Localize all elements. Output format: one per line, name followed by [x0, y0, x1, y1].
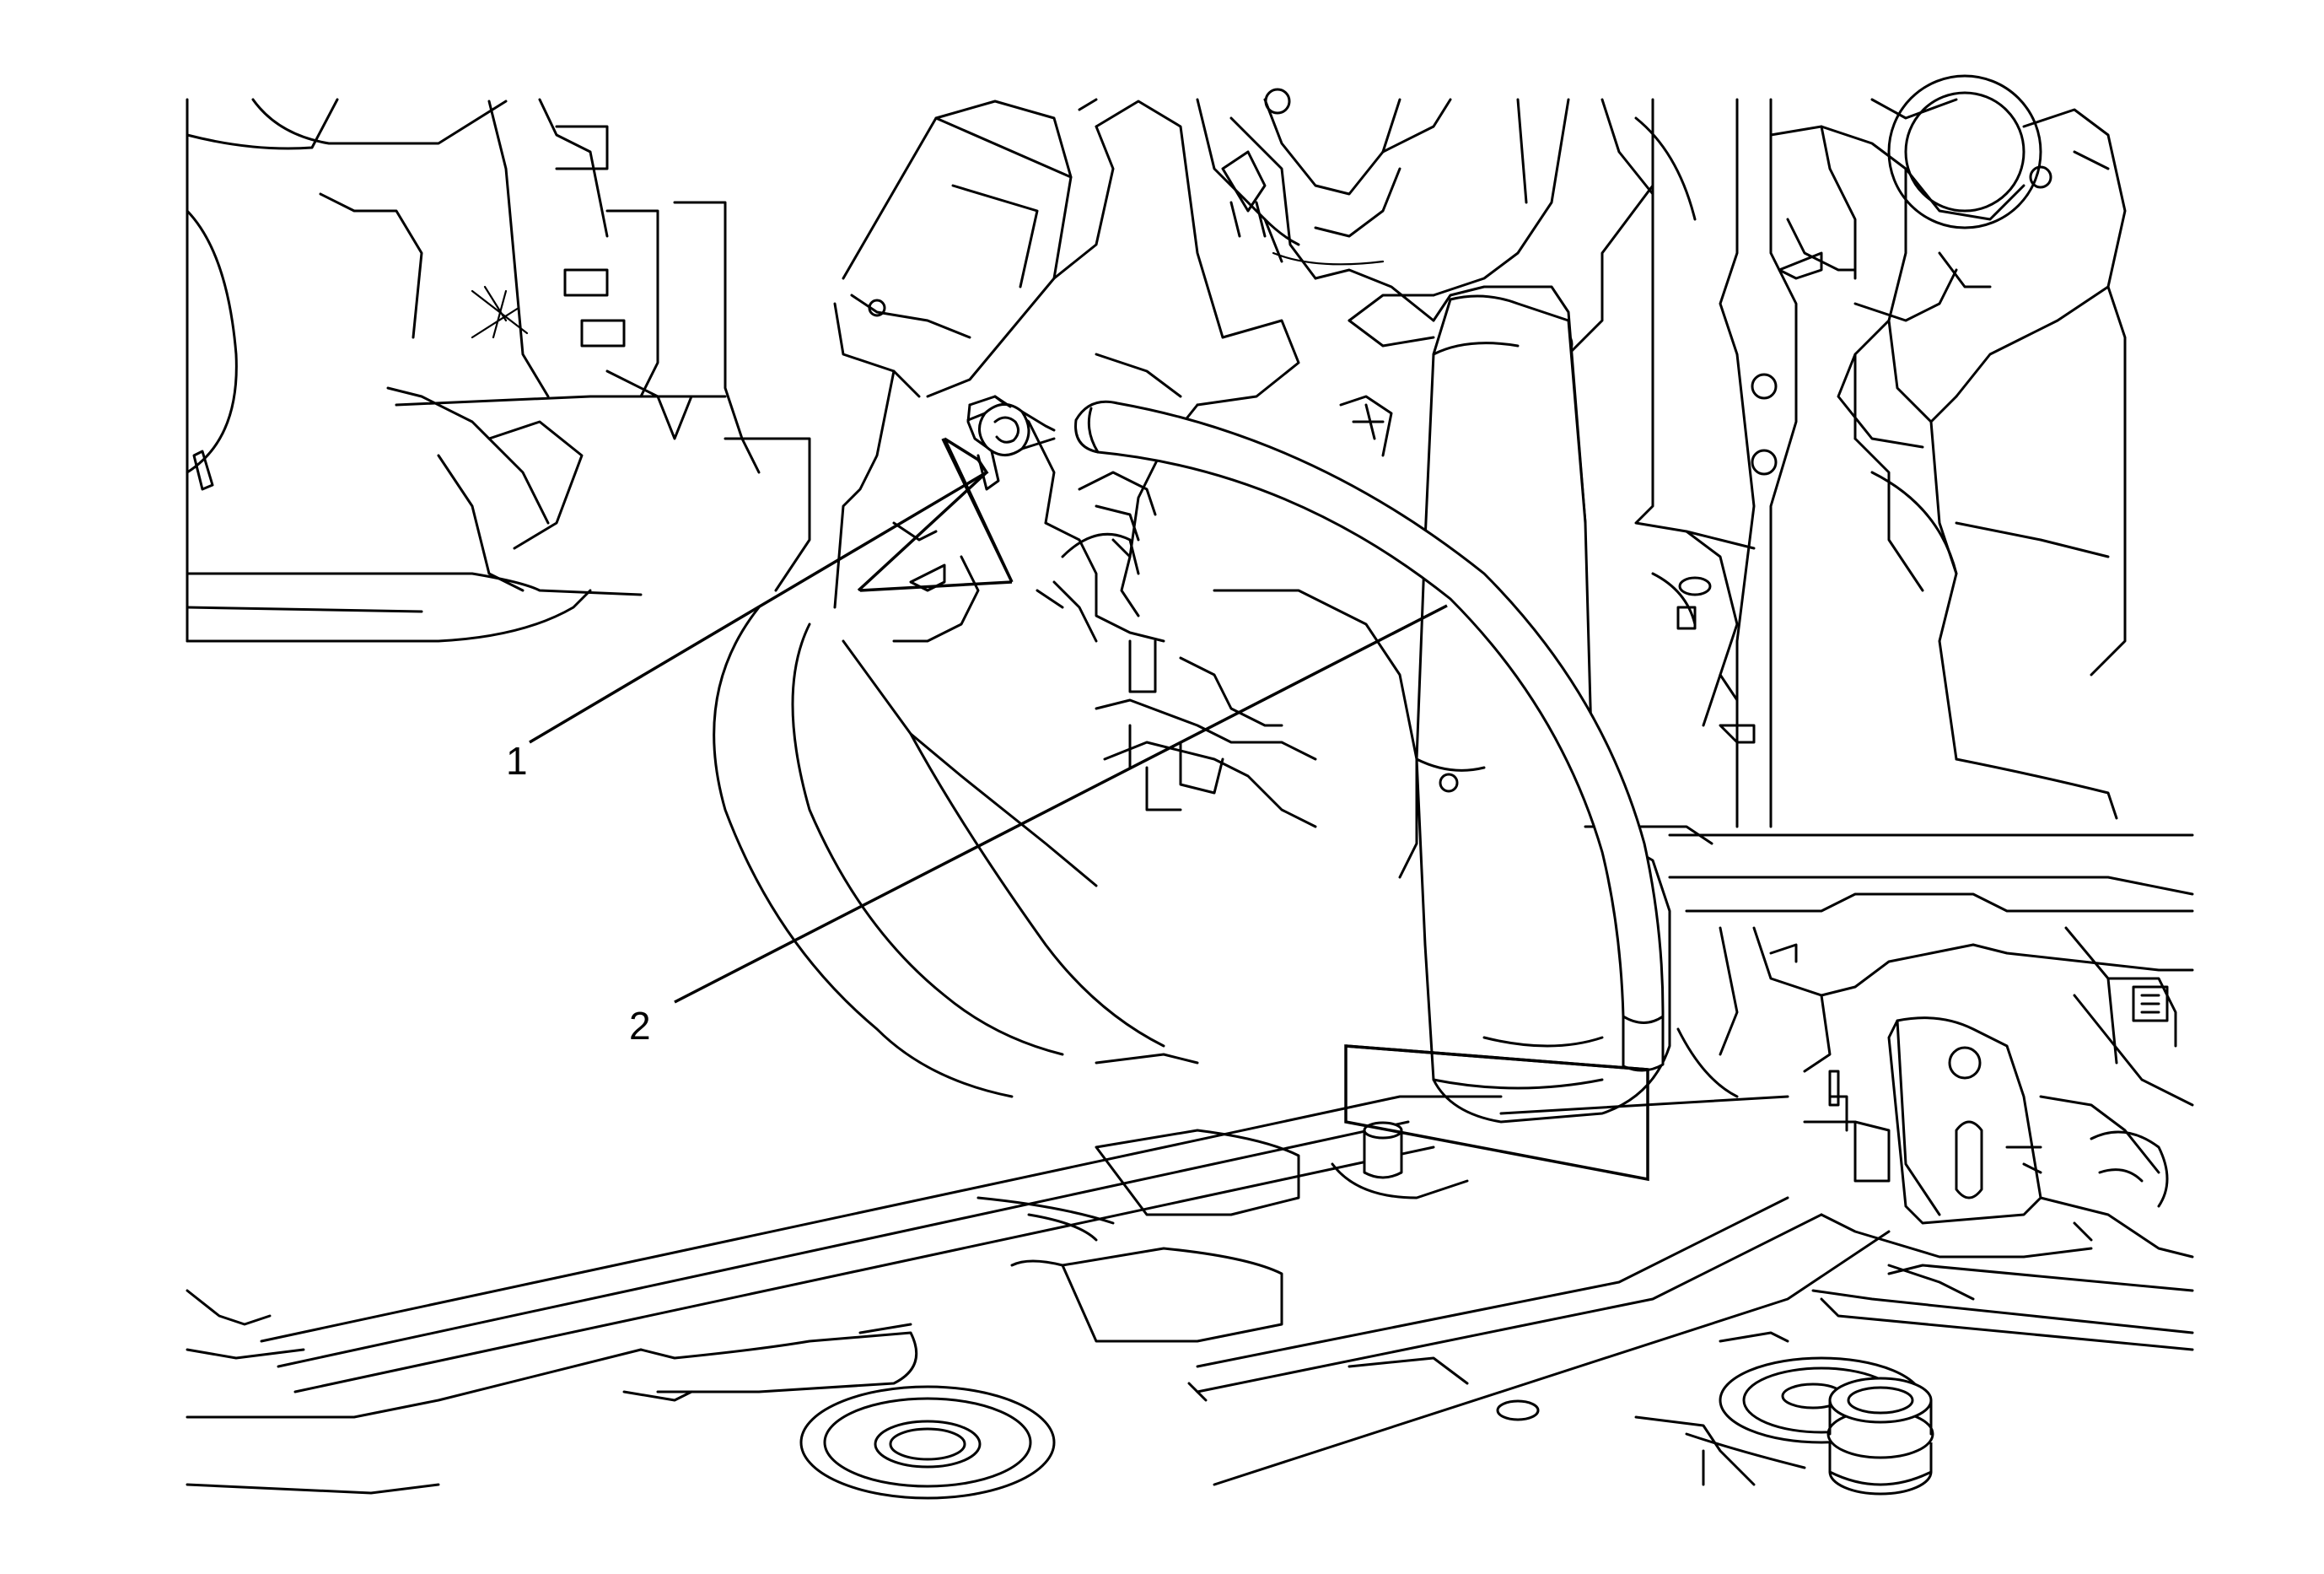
rear-cross-member: [1668, 833, 2194, 1107]
callout-label-2: 2: [629, 1004, 651, 1048]
floor-stud: [1331, 1121, 1469, 1199]
right-mount-bracket: [1803, 1016, 2194, 1259]
left-body-panel: [186, 98, 811, 643]
callout-lines: [529, 437, 1649, 1182]
hose-clamp: [966, 395, 1056, 491]
callout-2-leader: [674, 604, 1448, 1004]
rubber-grommet: [1826, 1377, 1934, 1496]
callout-label-1: 1: [506, 739, 528, 783]
callout-1-leader: [529, 459, 989, 744]
rear-pillar-structure: [1078, 88, 1697, 322]
far-right-structure: [1769, 74, 2127, 820]
center-wheelhouse: [713, 471, 1418, 1098]
floor-drain-plugs: [799, 1356, 1924, 1500]
floor-pan: [186, 1053, 2194, 1495]
